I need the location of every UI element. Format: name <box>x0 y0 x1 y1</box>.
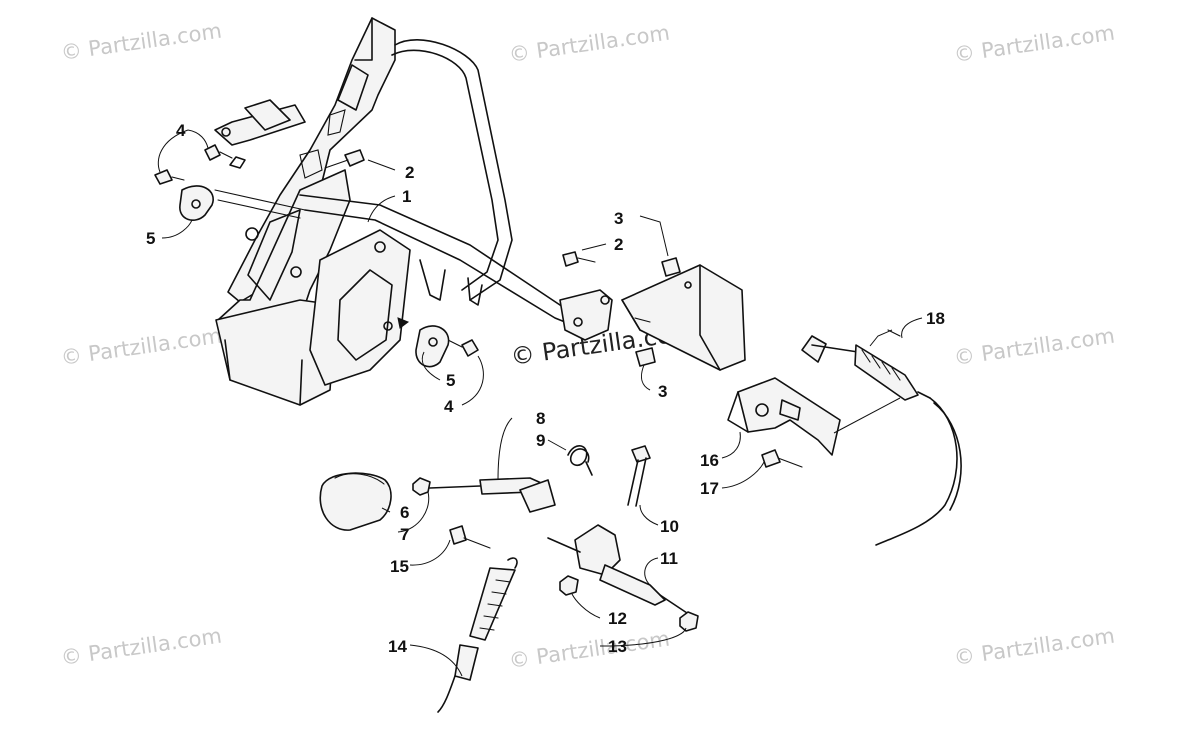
callout-3-lower: 3 <box>658 382 667 401</box>
bolt-part-2-upper <box>324 149 365 169</box>
bolt-part-2-right <box>562 251 596 267</box>
callout-16: 16 <box>700 451 719 470</box>
watermark-bottom-left: © Partzilla.com <box>59 624 223 670</box>
nut-part-7 <box>412 477 431 496</box>
clip-part-3-upper <box>661 257 681 277</box>
callout-5-right: 5 <box>446 371 455 390</box>
watermark-bottom-right: © Partzilla.com <box>952 624 1116 670</box>
plate-part-5-right <box>397 317 450 368</box>
callout-11: 11 <box>660 549 678 568</box>
watermarks: © Partzilla.com © Partzilla.com © Partzi… <box>59 19 1116 673</box>
knob-part-6 <box>319 472 392 531</box>
callout-8: 8 <box>536 409 545 428</box>
main-bracket-part-1 <box>214 17 613 406</box>
bracket-part-16 <box>727 377 841 456</box>
callout-4-lower: 4 <box>444 397 454 416</box>
callout-3-upper: 3 <box>614 209 623 228</box>
bolt-part-4-upper-b <box>154 169 185 185</box>
plate-part-5-left <box>179 185 214 221</box>
watermark-top-right: © Partzilla.com <box>952 21 1116 67</box>
callout-4-upper: 4 <box>176 121 186 140</box>
callout-7: 7 <box>400 525 409 544</box>
callout-1: 1 <box>402 187 411 206</box>
leader-lines <box>157 129 923 677</box>
callout-14: 14 <box>388 637 407 656</box>
callout-13: 13 <box>608 637 627 656</box>
callout-2-right: 2 <box>614 235 623 254</box>
bolt-part-17 <box>761 449 803 468</box>
pin-part-10 <box>627 445 651 507</box>
bolt-part-15 <box>449 525 491 549</box>
watermark-mid-left: © Partzilla.com <box>59 324 223 370</box>
watermark-top-left: © Partzilla.com <box>59 19 223 65</box>
callout-15: 15 <box>390 557 409 576</box>
watermark-top-center: © Partzilla.com <box>507 21 671 67</box>
callout-6: 6 <box>400 503 409 522</box>
watermark-bottom-center: © Partzilla.com <box>507 627 671 673</box>
nut-part-12 <box>559 575 579 596</box>
cable-end-part-18 <box>801 329 962 546</box>
spring-part-9 <box>567 445 593 476</box>
watermark-mid-right: © Partzilla.com <box>952 324 1116 370</box>
bolt-part-4-lower <box>447 339 479 357</box>
bolt-part-4-upper <box>204 144 233 161</box>
chassis-box <box>621 264 746 371</box>
callout-12: 12 <box>608 609 627 628</box>
pivot-bracket-part-11 <box>547 524 691 616</box>
callout-10: 10 <box>660 517 679 536</box>
callouts: 1 2 2 3 3 4 4 5 5 6 7 8 9 10 11 12 13 14… <box>146 121 945 656</box>
callout-5-left: 5 <box>146 229 155 248</box>
clip-part-3-lower <box>635 347 656 367</box>
cable-part-14 <box>437 557 518 713</box>
callout-18: 18 <box>926 309 945 328</box>
pivot-shaft <box>214 156 306 219</box>
lever-rod-part-8 <box>429 477 556 513</box>
nut-part-13 <box>679 611 699 632</box>
callout-9: 9 <box>536 431 545 450</box>
callout-17: 17 <box>700 479 719 498</box>
callout-2-upper: 2 <box>405 163 414 182</box>
